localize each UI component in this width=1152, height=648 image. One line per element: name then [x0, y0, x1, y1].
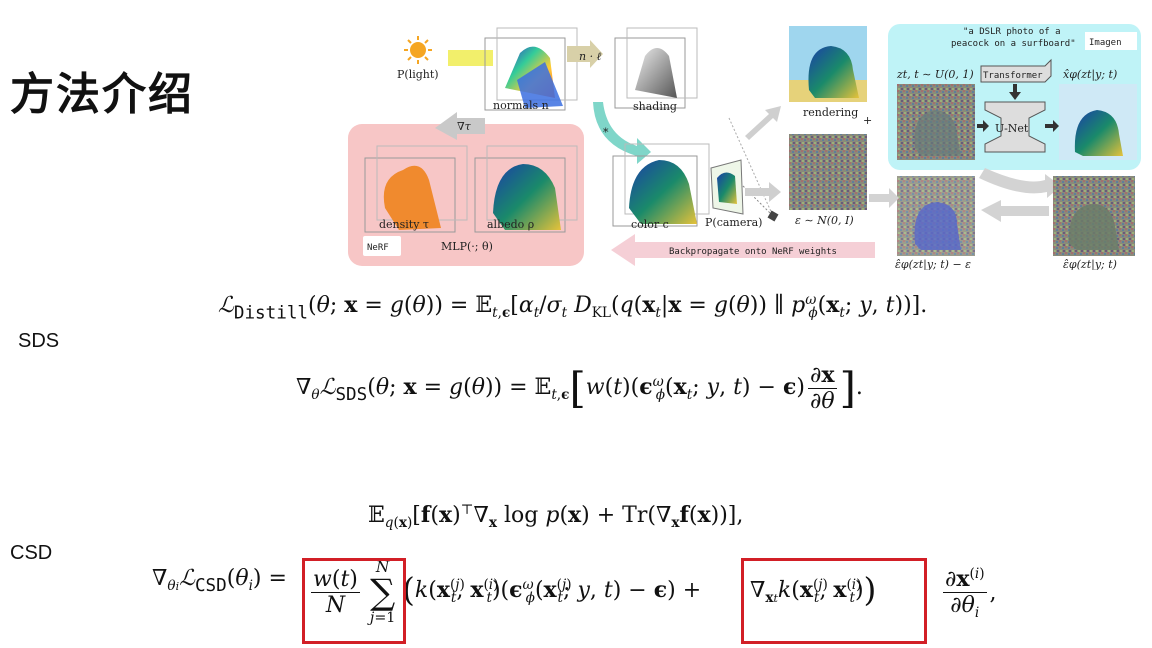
- eps-hat-image: [1053, 176, 1135, 256]
- nerf-label: NeRF: [367, 243, 389, 253]
- camera-label: P(camera): [705, 216, 762, 229]
- shading-label: shading: [633, 100, 677, 113]
- albedo-label: albedo ρ: [487, 218, 534, 231]
- csd-kernel-term: (k(x(j)t, x(i)t)(ϵωϕ(x(j)t; y, t) − ϵ) +: [402, 570, 702, 609]
- nerf-panel: [348, 124, 584, 266]
- unet-block: [984, 101, 1046, 153]
- imagen-label: Imagen: [1089, 38, 1122, 48]
- transformer-block: [980, 58, 1052, 83]
- shading-cube: [614, 27, 698, 109]
- density-label: density τ: [379, 218, 429, 231]
- dreamfusion-figure: P(light) normals n n · ℓ shading ∇τ * de…: [348, 24, 1141, 270]
- rendering-image: [789, 26, 867, 102]
- csd-jacobian-term: ∂x(i)∂θi,: [943, 566, 997, 621]
- noise-label: ε ∼ N(0, I): [795, 214, 854, 227]
- grad-label: ∇τ: [457, 120, 472, 133]
- plus-label: +: [863, 114, 872, 127]
- light-label: P(light): [397, 68, 439, 81]
- stein-expectation-equation: 𝔼q(x)[f(x)⊤∇x log p(x) + Tr(∇xf(x))],: [368, 502, 744, 531]
- sun-icon: [404, 36, 432, 64]
- mlp-label: MLP(·; θ): [441, 240, 493, 253]
- distill-loss-equation: ℒDistill(θ; x = g(θ)) = 𝔼t,ϵ[αt/σt DKL(q…: [218, 292, 928, 324]
- noisy-image: [897, 84, 975, 160]
- backprop-arrow: [611, 234, 875, 266]
- eps-diff-label: ε̂φ(zt|y; t) − ε: [895, 258, 971, 270]
- page-title: 方法介绍: [10, 69, 194, 120]
- prompt-text: "a DSLR photo of a peacock on a surfboar…: [951, 27, 1076, 49]
- csd-label: CSD: [10, 542, 53, 564]
- color-label: color c: [631, 218, 669, 231]
- csd-repulsion-term: ∇xtk(x(j)t, x(i)t)): [750, 570, 877, 609]
- csd-gradient-equation: ∇θiℒCSD(θi) =: [152, 566, 287, 597]
- rendering-label: rendering: [803, 106, 858, 119]
- normals-cube: [484, 27, 578, 111]
- density-cube: [364, 145, 468, 233]
- normals-label: normals n: [493, 99, 549, 112]
- csd-weight-term: w(t)N N ∑ j=1: [311, 558, 396, 626]
- transformer-label: Transformer: [983, 71, 1043, 81]
- highlight-box-weight: [302, 558, 406, 644]
- eps-hat-label: ε̂φ(zt|y; t): [1063, 258, 1117, 270]
- sds-gradient-equation: ∇θℒSDS(θ; x = g(θ)) = 𝔼t,ϵ[w(t)(ϵωϕ(xt; …: [296, 362, 863, 414]
- camera-icon: [710, 117, 779, 222]
- mult-label: *: [603, 126, 609, 139]
- xhat-image: [1059, 84, 1137, 160]
- backprop-label: Backpropagate onto NeRF weights: [669, 247, 837, 257]
- dot-label: n · ℓ: [579, 50, 602, 63]
- zt-label: zt, t ∼ U(0, 1): [896, 68, 974, 81]
- xhat-label: x̂φ(zt|y; t): [1063, 68, 1117, 82]
- sds-label: SDS: [18, 330, 60, 352]
- noise-image: [789, 134, 867, 210]
- unet-label: U-Net: [995, 122, 1029, 135]
- highlight-box-repulsion: [741, 558, 927, 644]
- eps-diff-image: [897, 176, 975, 256]
- color-cube: [612, 143, 710, 227]
- albedo-cube: [474, 145, 578, 233]
